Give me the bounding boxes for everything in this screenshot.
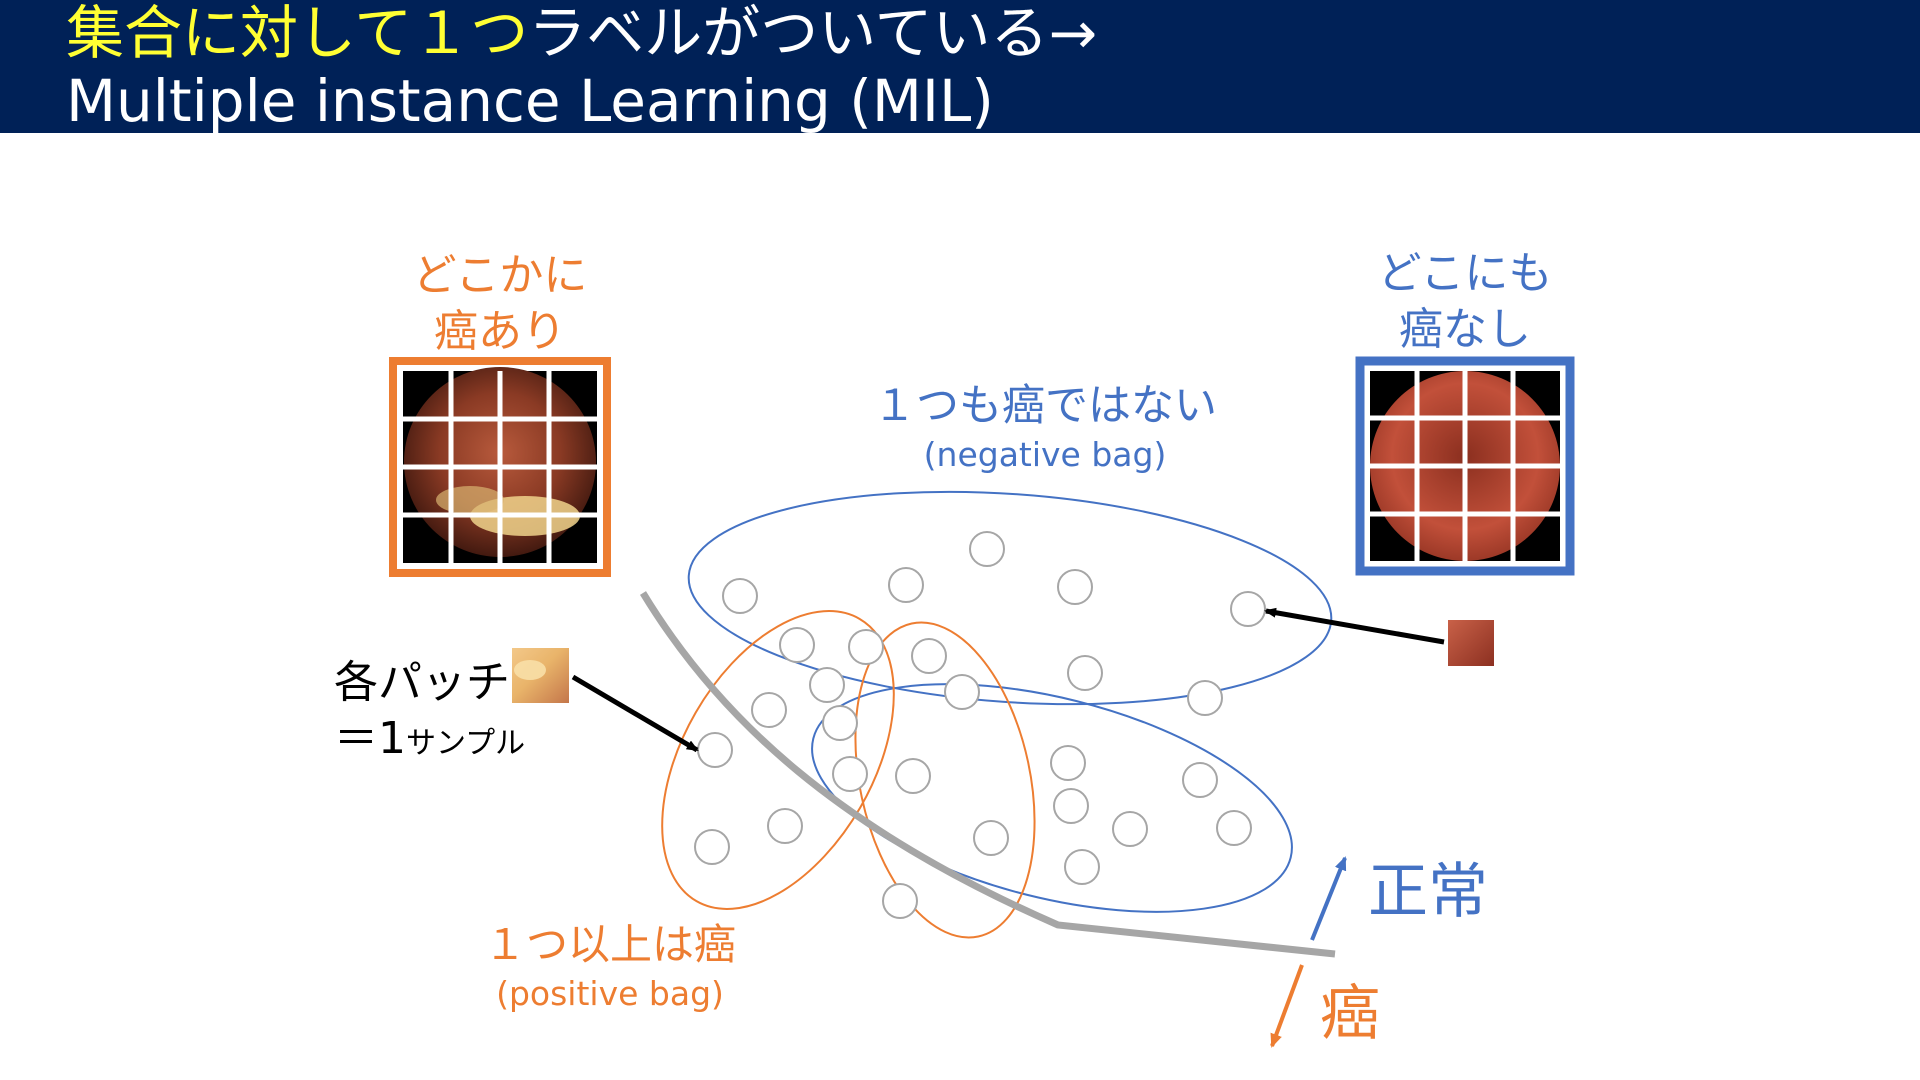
instance-point <box>780 628 814 662</box>
instance-point <box>695 830 729 864</box>
negative-bag-caption: １つも癌ではない (negative bag) <box>860 379 1230 477</box>
decision-boundary <box>643 593 1335 954</box>
instance-point <box>974 821 1008 855</box>
normal-region-label: 正常 <box>1368 856 1488 928</box>
instance-point <box>1231 592 1265 626</box>
instance-point <box>849 630 883 664</box>
negative-example-image <box>1360 361 1570 571</box>
instance-point <box>889 568 923 602</box>
cancer-region-label: 癌 <box>1320 978 1380 1050</box>
instance-point <box>823 706 857 740</box>
instance-point <box>1058 570 1092 604</box>
instance-point <box>1113 812 1147 846</box>
positive-caption-line2: 癌あり <box>400 304 600 360</box>
patch-note-sample: サンプル <box>406 726 525 761</box>
instance-point <box>945 675 979 709</box>
positive-bag-label: １つ以上は癌 <box>470 918 750 972</box>
positive-bag-sublabel: (positive bag) <box>470 972 750 1016</box>
negative-bag-ellipse-2 <box>789 641 1315 954</box>
instance-point <box>723 579 757 613</box>
cancer-direction-arrow <box>1272 965 1302 1046</box>
patch-note-equals-one: ＝1 <box>334 713 406 764</box>
negative-example-caption: どこにも 癌なし <box>1365 246 1565 358</box>
instance-point <box>833 757 867 791</box>
instance-point <box>752 693 786 727</box>
negative-bag-label: １つも癌ではない <box>860 379 1230 433</box>
patch-note-line2: ＝1サンプル <box>334 711 525 776</box>
instance-point <box>912 639 946 673</box>
negative-bag-sublabel: (negative bag) <box>860 433 1230 477</box>
instance-points <box>695 532 1265 918</box>
normal-direction-arrow <box>1312 858 1345 940</box>
instance-point <box>1188 681 1222 715</box>
instance-point <box>1217 811 1251 845</box>
positive-example-caption: どこかに 癌あり <box>400 248 600 360</box>
instance-point <box>1065 850 1099 884</box>
instance-point <box>698 733 732 767</box>
negative-caption-line2: 癌なし <box>1365 302 1565 358</box>
instance-point <box>1183 763 1217 797</box>
positive-caption-line1: どこかに <box>400 248 600 304</box>
instance-point <box>1051 746 1085 780</box>
positive-bag-caption: １つ以上は癌 (positive bag) <box>470 918 750 1016</box>
instance-point <box>810 668 844 702</box>
instance-point <box>768 809 802 843</box>
positive-example-image <box>393 361 607 573</box>
normal-patch-thumbnail <box>1448 620 1494 666</box>
instance-point <box>970 532 1004 566</box>
patch-arrow-negative <box>1266 611 1444 642</box>
patch-arrow-positive <box>573 677 697 750</box>
instance-point <box>896 759 930 793</box>
negative-caption-line1: どこにも <box>1365 246 1565 302</box>
patch-note-line1: 各パッチ <box>334 655 525 711</box>
instance-point <box>1068 656 1102 690</box>
instance-point <box>1054 789 1088 823</box>
instance-point <box>883 884 917 918</box>
patch-note: 各パッチ ＝1サンプル <box>334 655 525 776</box>
